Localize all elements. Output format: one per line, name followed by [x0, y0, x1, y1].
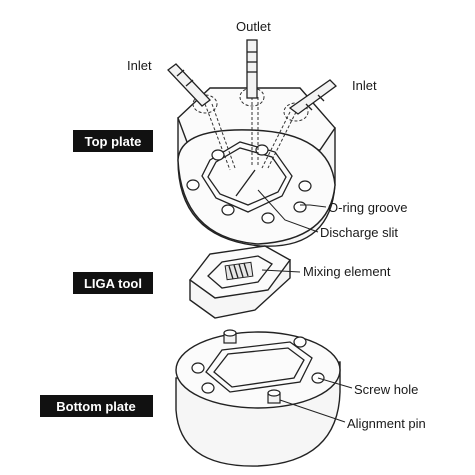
tag-bottom-plate-text: Bottom plate: [56, 399, 135, 414]
screw-hole: [201, 382, 215, 394]
screw-hole: [211, 149, 225, 161]
tag-liga-tool-text: LIGA tool: [84, 276, 142, 291]
screw-hole: [191, 362, 205, 374]
outlet-fitting: [246, 39, 258, 99]
label-outlet: Outlet: [236, 19, 271, 34]
screw-hole: [261, 212, 275, 224]
tag-liga-tool: LIGA tool: [73, 272, 153, 294]
leader-mixing: [261, 269, 301, 273]
top-plate: [177, 87, 336, 247]
label-inlet-right: Inlet: [352, 78, 377, 93]
inlet-right-fitting: [288, 79, 337, 115]
screw-hole: [186, 179, 200, 191]
screw-hole: [293, 201, 307, 213]
screw-hole: [293, 336, 307, 348]
leader-discharge: [257, 189, 319, 233]
label-inlet-left: Inlet: [127, 58, 152, 73]
tag-bottom-plate: Bottom plate: [40, 395, 153, 417]
liga-tool: [189, 245, 292, 319]
leader-screw: [317, 377, 353, 389]
bottom-plate: [175, 329, 341, 467]
screw-hole: [298, 180, 312, 192]
label-alignment-pin: Alignment pin: [347, 416, 426, 431]
label-mixing-element: Mixing element: [303, 264, 391, 279]
leader-pin: [279, 399, 346, 423]
leader-oring: [300, 204, 327, 208]
screw-hole: [255, 144, 269, 156]
label-screw-hole: Screw hole: [354, 382, 418, 397]
alignment-pin: [223, 329, 237, 344]
tag-top-plate-text: Top plate: [85, 134, 142, 149]
screw-hole: [221, 204, 235, 216]
alignment-pin: [267, 389, 281, 404]
label-oring-groove: O-ring groove: [328, 200, 407, 215]
inlet-left-fitting: [167, 63, 211, 107]
label-discharge-slit: Discharge slit: [320, 225, 398, 240]
mixing-element-pattern: [224, 261, 254, 281]
tag-top-plate: Top plate: [73, 130, 153, 152]
